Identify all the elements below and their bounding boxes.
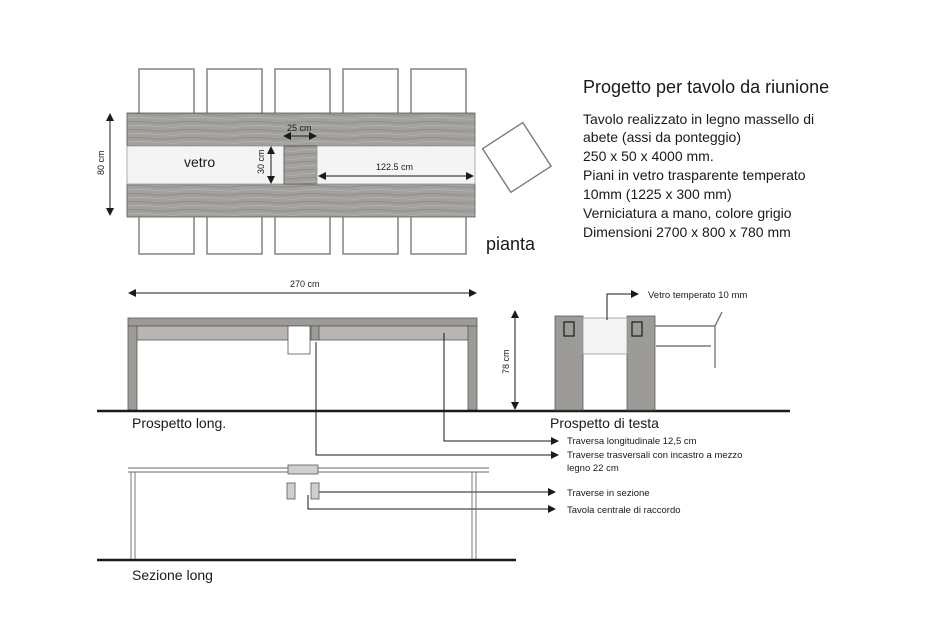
leader-notes: Traversa longitudinale 12,5 cm Traverse … — [307, 333, 742, 516]
long-dim-length: 270 cm — [290, 279, 320, 289]
long-center-block — [287, 325, 311, 355]
description-line: Piani in vetro trasparente temperato — [583, 167, 806, 183]
section-label: Sezione long — [132, 567, 213, 583]
section-center-top — [287, 464, 319, 475]
long-elevation: 270 cm 78 cm Prospetto long. — [97, 279, 790, 431]
traverse-sezione-note: Traverse in sezione — [567, 488, 650, 499]
description-line: Tavolo realizzato in legno massello di — [583, 111, 814, 127]
tavola-centrale-leader — [307, 495, 556, 513]
plan-center-board — [283, 145, 318, 185]
head-elevation-label: Prospetto di testa — [550, 415, 659, 431]
plan-board-top — [126, 112, 476, 147]
long-section: Sezione long — [97, 464, 516, 583]
head-slot-right — [631, 321, 643, 337]
project-title: Progetto per tavolo da riunione — [583, 77, 829, 97]
plan-dim-25: 25 cm — [287, 123, 312, 133]
description-line: 10mm (1225 x 300 mm) — [583, 186, 732, 202]
head-glass — [582, 317, 628, 355]
plan-glass-label: vetro — [184, 154, 215, 170]
glass-note: Vetro temperato 10 mm — [648, 290, 747, 301]
description-block: Tavolo realizzato in legno massello di a… — [583, 111, 814, 240]
plan-dim-depth: 80 cm — [96, 150, 106, 175]
section-crossbar-left — [286, 482, 296, 500]
plan-label: pianta — [486, 234, 536, 254]
long-center-board — [310, 325, 320, 341]
long-dim-height: 78 cm — [501, 349, 511, 374]
head-chair — [655, 311, 723, 368]
traverse-trasv-leader — [315, 342, 559, 459]
head-leg-right — [626, 315, 656, 411]
description-line: 250 x 50 x 4000 mm. — [583, 148, 714, 164]
head-slot-left — [563, 321, 575, 337]
traversa-long-note: Traversa longitudinale 12,5 cm — [567, 436, 697, 447]
description-line: abete (assi da ponteggio) — [583, 129, 741, 145]
plan-dim-30: 30 cm — [256, 149, 266, 174]
long-top — [127, 317, 478, 327]
head-elevation: Vetro temperato 10 mm Prospetto di testa — [550, 290, 747, 431]
traverse-trasv-note-2: legno 22 cm — [567, 463, 619, 474]
long-leg-left — [127, 325, 138, 411]
plan-glass-left — [126, 145, 285, 185]
tavola-centrale-note: Tavola centrale di raccordo — [567, 505, 681, 516]
long-elevation-label: Prospetto long. — [132, 415, 226, 431]
traversa-long-leader — [443, 333, 559, 445]
plan-view: vetro 80 cm 25 cm 30 cm 122.5 cm pianta — [96, 68, 553, 255]
description-line: Dimensioni 2700 x 800 x 780 mm — [583, 224, 791, 240]
glass-note-leader — [606, 290, 639, 320]
plan-dim-122: 122.5 cm — [376, 162, 413, 172]
long-leg-right — [467, 325, 478, 411]
plan-board-bottom — [126, 183, 476, 218]
plan-chairs-top — [138, 68, 467, 116]
traverse-trasv-note-1: Traverse trasversali con incastro a mezz… — [567, 450, 742, 461]
head-leg-left — [554, 315, 584, 411]
description-line: Verniciatura a mano, colore grigio — [583, 205, 792, 221]
section-crossbar-right — [310, 482, 320, 500]
plan-chair-end — [481, 121, 553, 194]
